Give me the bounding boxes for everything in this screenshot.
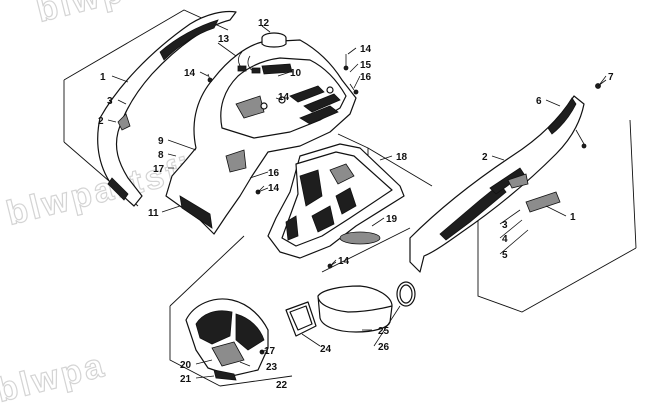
callout-25: 25 — [378, 326, 390, 337]
callout-14-d: 14 — [268, 183, 280, 194]
callout-1-right: 1 — [570, 212, 576, 223]
wiring-harness — [237, 51, 261, 74]
callout-23: 23 — [266, 362, 278, 373]
callout-labels: 1 3 2 9 8 17 11 13 12 14 10 14 14 15 16 … — [98, 18, 614, 391]
leader-lines — [161, 25, 607, 379]
hood-assembly — [165, 39, 357, 235]
callout-6: 6 — [536, 96, 542, 107]
callout-2-left: 2 — [98, 116, 104, 127]
gauge-cap — [261, 32, 287, 48]
storage-pan — [267, 143, 405, 259]
callout-15: 15 — [360, 60, 372, 71]
callout-26: 26 — [378, 342, 390, 353]
callout-14-c: 14 — [360, 44, 372, 55]
left-side-panel — [97, 10, 237, 207]
callout-7: 7 — [608, 72, 614, 83]
callout-10: 10 — [290, 68, 302, 79]
callout-17-upper: 17 — [153, 164, 165, 175]
callout-14-e: 14 — [338, 256, 350, 267]
callout-8: 8 — [158, 150, 164, 161]
callout-20: 20 — [180, 360, 192, 371]
callout-5: 5 — [502, 250, 508, 261]
callout-24: 24 — [320, 344, 332, 355]
headlight-bezel — [185, 298, 269, 381]
callout-16-mid: 16 — [268, 168, 280, 179]
callout-22: 22 — [276, 380, 288, 391]
callout-14-a: 14 — [184, 68, 196, 79]
callout-3-right: 3 — [502, 220, 508, 231]
callout-3-left: 3 — [107, 96, 113, 107]
callout-2-right: 2 — [482, 152, 488, 163]
callout-14-b: 14 — [278, 92, 290, 103]
callout-17-lower: 17 — [264, 346, 276, 357]
callout-4: 4 — [502, 234, 508, 245]
air-intake — [285, 281, 416, 337]
callout-16-upper: 16 — [360, 72, 372, 83]
callout-18: 18 — [396, 152, 408, 163]
watermark-bottom: blwpa — [0, 346, 110, 406]
watermark-top: blwpartsfiche — [33, 0, 293, 30]
callout-21: 21 — [180, 374, 192, 385]
callout-19: 19 — [386, 214, 398, 225]
callout-1-left: 1 — [100, 72, 106, 83]
callout-12: 12 — [258, 18, 270, 29]
right-side-panel — [409, 95, 585, 273]
callout-13: 13 — [218, 34, 230, 45]
callout-9: 9 — [158, 136, 164, 147]
callout-11: 11 — [148, 208, 159, 219]
